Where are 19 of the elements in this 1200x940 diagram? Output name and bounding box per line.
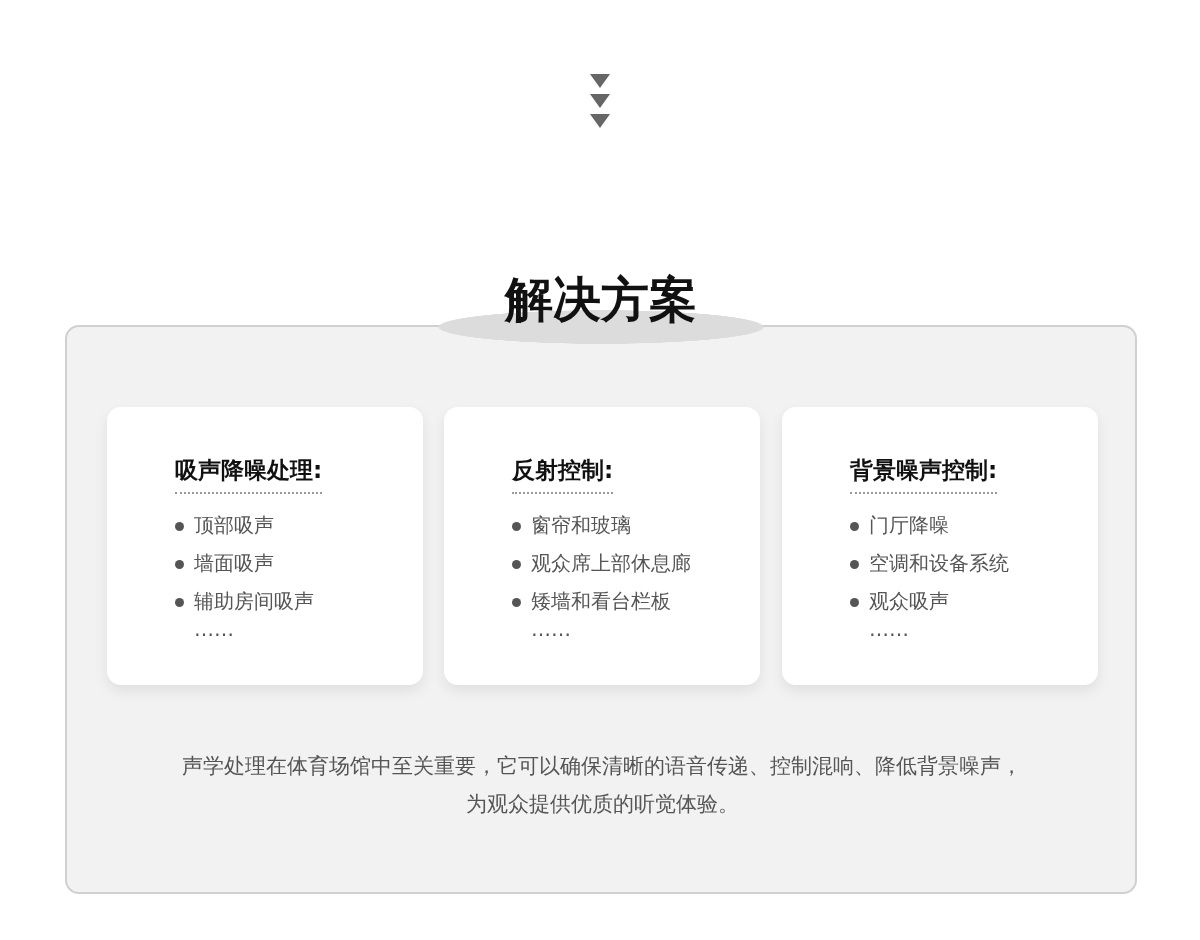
bullet-item: 顶部吸声 [175,513,274,537]
ellipsis-text: …… [531,617,571,641]
description-text: 声学处理在体育场馆中至关重要，它可以确保清晰的语音传递、控制混响、降低背景噪声，为观众提供优质的听觉体验。 [181,753,1023,818]
card-heading: 吸声降噪处理: [175,455,323,494]
bullet-item: 观众席上部休息廊 [512,551,691,575]
card-heading: 背景噪声控制: [850,455,998,494]
ellipsis-text: …… [194,617,234,641]
bullet-item: 矮墙和看台栏板 [512,589,671,613]
card [107,407,423,685]
bullet-item: 辅助房间吸声 [175,589,314,613]
card [444,407,760,685]
bullet-item: 门厅降噪 [850,513,949,537]
card [782,407,1098,685]
ellipsis-text: …… [869,617,909,641]
bullet-item: 观众吸声 [850,589,949,613]
bullet-item: 窗帘和玻璃 [512,513,631,537]
card-heading: 反射控制: [512,455,614,494]
bullet-item: 墙面吸声 [175,551,274,575]
bullet-item: 空调和设备系统 [850,551,1009,575]
